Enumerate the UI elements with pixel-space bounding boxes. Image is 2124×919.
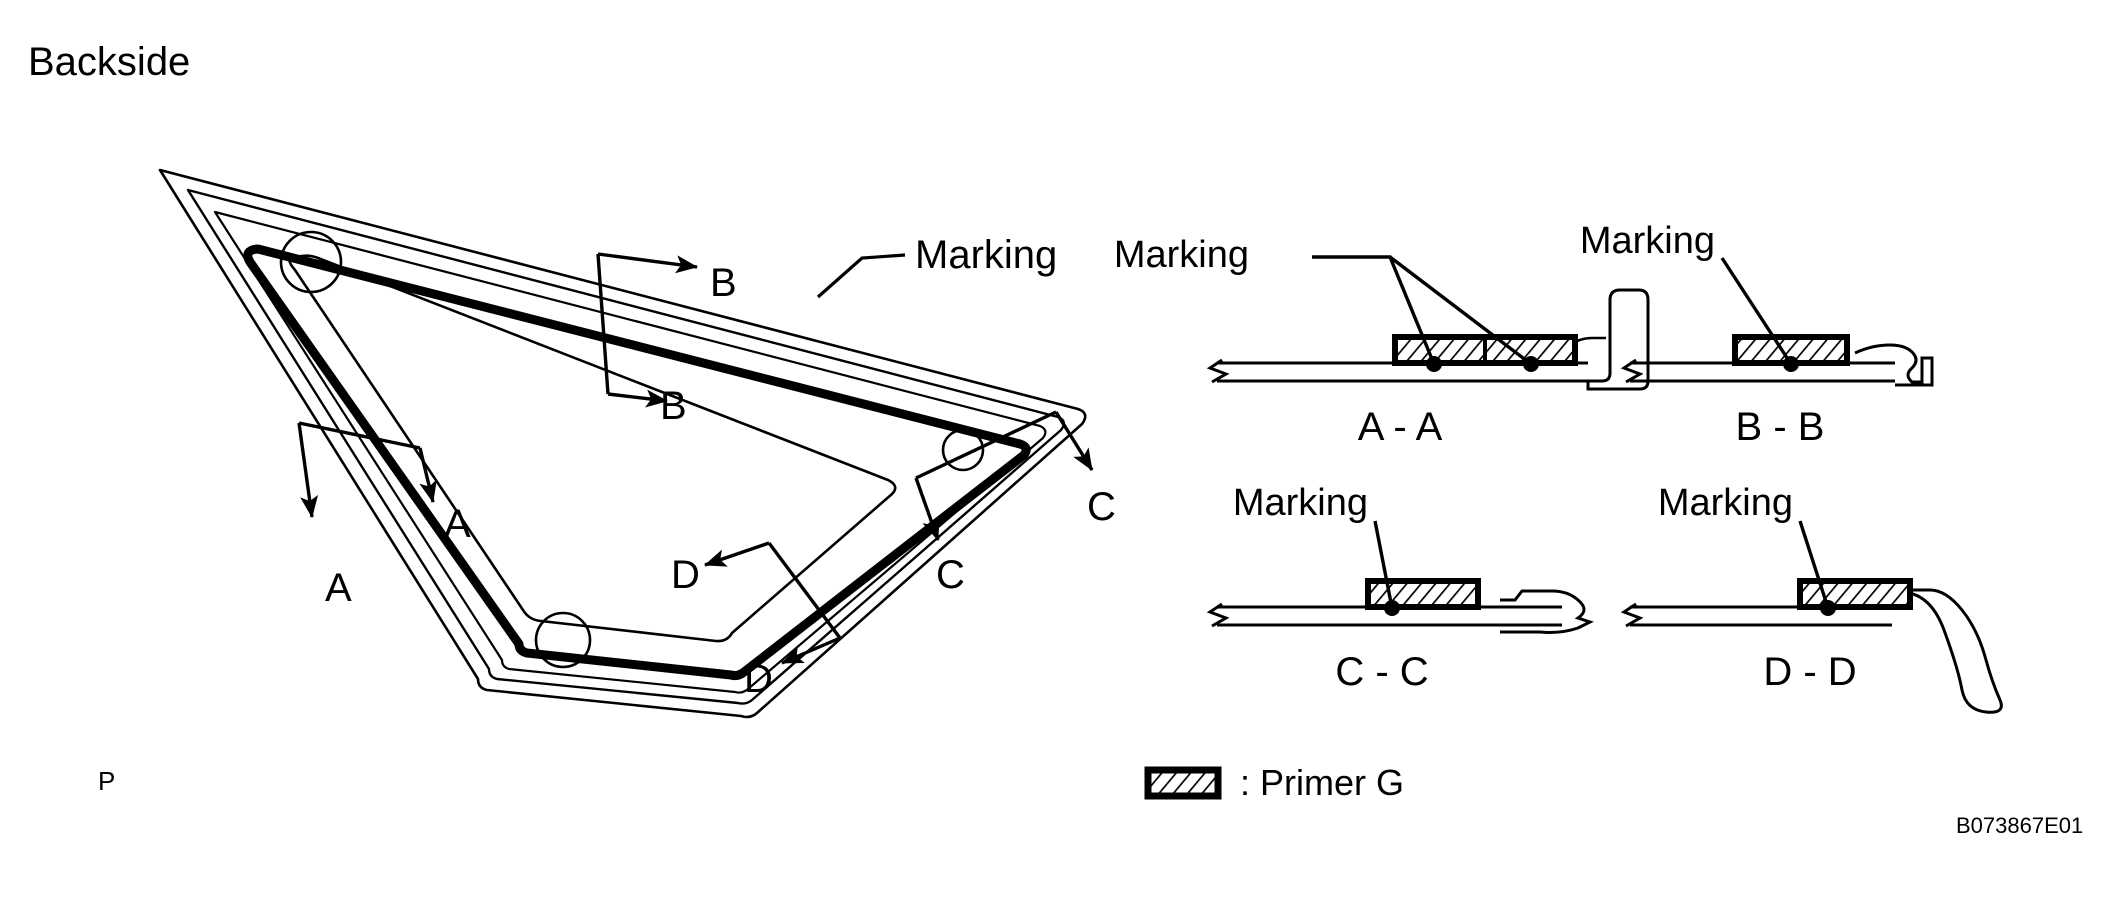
section-c-label-right: C <box>1087 485 1116 529</box>
glass-outer-edge <box>158 168 1087 719</box>
page-title: Backside <box>28 40 191 84</box>
section-cut-a: A A <box>297 421 471 610</box>
section-d-label-upper: D <box>671 553 700 597</box>
section-view-a-a: Marking A - A <box>1114 234 1650 449</box>
section-a-arrow-lower <box>297 422 319 518</box>
section-a-caption: A - A <box>1358 405 1443 449</box>
section-d-marking-leader-1 <box>1798 520 1830 609</box>
section-d-primer-bar <box>1797 578 1913 610</box>
section-d-trim-profile <box>1856 588 2003 714</box>
section-cut-b: B B <box>596 252 737 428</box>
section-a-label-lower: A <box>325 566 352 610</box>
section-c-trim-profile <box>1500 589 1594 634</box>
primer-bead-path <box>243 244 1031 681</box>
locating-hole-top <box>279 230 343 294</box>
section-cut-d: D D <box>671 541 842 701</box>
locating-hole-right <box>941 428 985 472</box>
section-c-label-left: C <box>936 553 965 597</box>
section-c-marking-label: Marking <box>1233 482 1368 524</box>
marking-callout-label: Marking <box>915 233 1057 277</box>
section-b-caption: B - B <box>1736 405 1825 449</box>
section-a-cut-line <box>298 421 421 450</box>
glass-inner-edge-2 <box>213 210 1047 694</box>
section-b-marking-label: Marking <box>1580 220 1715 262</box>
section-c-break-symbol <box>1206 602 1230 628</box>
legend-label: : Primer G <box>1240 762 1405 803</box>
section-b-cut-line <box>596 253 610 395</box>
section-d-break-symbol <box>1620 602 1644 628</box>
position-marker-label: P <box>98 766 116 796</box>
section-c-marking-leader-1 <box>1373 520 1394 609</box>
section-b-label-lower: B <box>660 384 687 428</box>
drawing-code-label: B073867E01 <box>1956 813 2084 838</box>
section-b-trim-profile <box>1854 343 1934 387</box>
section-b-label-upper: B <box>710 261 737 305</box>
section-view-b-b: Marking B - B <box>1580 220 1934 449</box>
section-c-caption: C - C <box>1335 650 1428 694</box>
locating-hole-bottom <box>534 611 592 669</box>
section-a-trim-profile <box>1586 288 1650 391</box>
glass-opening-outline <box>288 254 897 643</box>
section-c-arrow-right <box>1054 411 1094 471</box>
section-a-label-upper: A <box>444 502 471 546</box>
section-c-arrow-left <box>914 477 940 541</box>
section-a-arrow-upper <box>418 447 437 503</box>
section-d-marking-label: Marking <box>1658 482 1793 524</box>
section-d-arrow-upper <box>704 541 770 567</box>
section-cut-c: C C <box>914 410 1116 597</box>
marking-leader-line <box>816 253 906 299</box>
section-d-label-lower: D <box>744 657 773 701</box>
hatched-bar-swatch <box>1144 766 1222 800</box>
section-b-marking-leader-1 <box>1720 257 1793 365</box>
section-view-d-d: Marking D - D <box>1620 482 2003 714</box>
section-d-caption: D - D <box>1763 650 1856 694</box>
section-d-arrow-lower <box>781 636 841 665</box>
section-a-marking-label: Marking <box>1114 234 1249 276</box>
section-c-primer-bar <box>1365 578 1481 610</box>
section-b-arrow-upper <box>597 252 698 274</box>
section-c-cut-line <box>915 410 1057 480</box>
main-view-marking-callout: Marking <box>816 233 1057 299</box>
section-d-cut-line <box>767 541 842 640</box>
section-a-break-symbol <box>1206 358 1230 384</box>
section-b-break-symbol <box>1620 358 1644 384</box>
section-b-arrow-lower <box>607 389 668 408</box>
section-a-marking-leader-2 <box>1388 255 1533 366</box>
section-view-c-c: Marking C - C <box>1206 482 1594 694</box>
legend <box>1144 766 1222 800</box>
